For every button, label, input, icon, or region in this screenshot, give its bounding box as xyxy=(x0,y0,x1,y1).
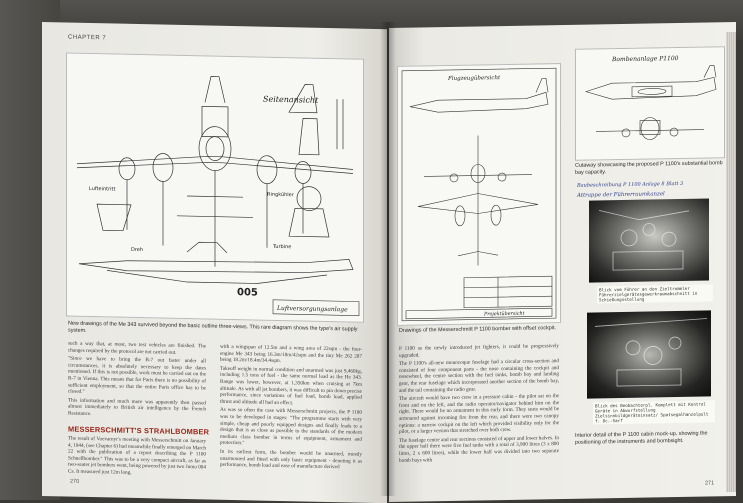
photo-1-label: Blick vom Führer an den Zieltrommler Füh… xyxy=(597,284,713,304)
section-heading: MESSERSCHMITT'S STRAHLBOMBER xyxy=(68,424,210,437)
svg-text:Lufteintritt: Lufteintritt xyxy=(89,186,115,193)
paragraph: with a wingspan of 12.5m and a wing area… xyxy=(220,343,362,365)
drawing-title: Seitenansicht xyxy=(263,95,319,105)
page-edge-stack xyxy=(726,32,736,493)
three-view-title: Flugzeugübersicht xyxy=(447,75,501,82)
paragraph: P 1100 as the newly introduced jet fight… xyxy=(399,343,559,359)
left-column-1: such a way that, at most, two test vehic… xyxy=(68,341,206,424)
paragraph: The P 1100's all-new monocoque fuselage … xyxy=(399,358,559,394)
cockpit-photo-1-art xyxy=(598,210,690,271)
photo-2-label: Blick des Beobachterpl. Komplett mit Kon… xyxy=(593,400,715,425)
bomb-bay-caption: Cutaway showcasing the proposed P 1100's… xyxy=(575,160,723,176)
technical-drawing: Lufteintritt Ringkühler Dreh Turbine Sei… xyxy=(67,53,363,322)
page-number-left: 270 xyxy=(70,478,80,485)
cockpit-photo-2 xyxy=(587,310,711,399)
cockpit-photo-2-art xyxy=(594,318,708,387)
left-column-1b: The result of Voevarnyr's meeting with M… xyxy=(68,436,206,478)
paragraph: In its earliest form, the bomber would b… xyxy=(220,448,362,471)
three-view-footer: Projektübersicht xyxy=(483,311,525,318)
right-page: Flugzeugübersicht Projektübersicht Drawi… xyxy=(389,22,736,503)
svg-text:Turbine: Turbine xyxy=(272,244,291,250)
book-gutter xyxy=(380,22,396,496)
cockpit-photo-1 xyxy=(589,198,709,283)
paragraph: As was so often the case with Messerschm… xyxy=(220,407,362,447)
open-book: CHAPTER 7 xyxy=(42,22,736,503)
right-column-1: P 1100 as the newly introduced jet fight… xyxy=(399,343,559,464)
paragraph: such a way that, at most, two test vehic… xyxy=(68,340,206,356)
bomb-bay-title: Bombenanlage P1100 xyxy=(611,55,679,63)
paragraph: The result of Voevarnyr's meeting with M… xyxy=(68,435,206,476)
drawing-footer: Luftversorgungsanlage xyxy=(276,305,348,314)
bomb-bay-drawing: Bombenanlage P1100 xyxy=(575,46,725,161)
handwritten-note-2: Attrappe der Führerraumkanzel xyxy=(577,191,665,199)
frame-number: 005 xyxy=(237,287,258,298)
paragraph: The aircraft would have two crew in a pr… xyxy=(399,393,559,436)
running-header: CHAPTER 7 xyxy=(68,34,107,42)
paragraph: This information and much more was appar… xyxy=(68,397,206,417)
cabin-caption: Interior detail of the P 1100 cabin mock… xyxy=(575,430,708,446)
paragraph: The fuselage centre and rear sections co… xyxy=(399,434,559,464)
left-column-2: with a wingspan of 12.5m and a wing area… xyxy=(220,344,362,472)
three-view-svg: Flugzeugübersicht Projektübersicht xyxy=(398,64,560,325)
three-view-drawing: Flugzeugübersicht Projektübersicht xyxy=(397,63,561,326)
left-figure-caption: New drawings of the Me 343 survived beyo… xyxy=(68,320,358,334)
page-number-right: 271 xyxy=(705,480,715,487)
left-page: CHAPTER 7 xyxy=(42,22,387,503)
air-supply-diagram: Lufteintritt Ringkühler Dreh Turbine Sei… xyxy=(66,52,364,323)
paragraph: Takeoff weight in normal condition and u… xyxy=(220,365,362,407)
svg-text:Dreh: Dreh xyxy=(131,247,143,253)
right-figure-caption: Drawings of the Messerschmitt P 1100 bom… xyxy=(399,325,556,334)
bomb-bay-svg: Bombenanlage P1100 xyxy=(576,47,724,160)
paragraph: "Since we have to bring the B-7 out fast… xyxy=(68,355,206,396)
handwritten-note-1: Baubeschreibung P 1100 Anlage 8 Blatt 3 xyxy=(577,180,684,189)
svg-text:Ringkühler: Ringkühler xyxy=(267,192,295,199)
